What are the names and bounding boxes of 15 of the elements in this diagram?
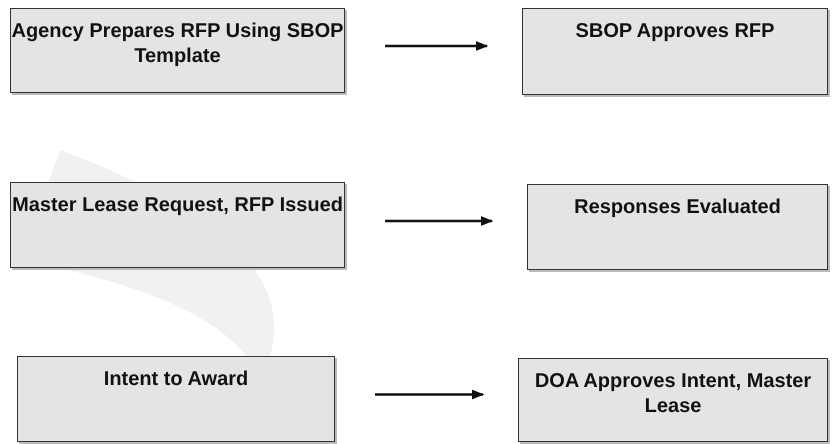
step-text: Agency Prepares RFP Using SBOP Template <box>11 19 344 69</box>
process-box <box>10 182 345 268</box>
step-text: Master Lease Request, RFP Issued <box>12 193 343 218</box>
process-box <box>17 356 335 442</box>
process-box <box>10 8 345 93</box>
process-box <box>527 184 828 270</box>
step-text: Responses Evaluated <box>574 195 781 220</box>
process-box <box>518 358 828 442</box>
step-text: DOA Approves Intent, Master Lease <box>534 369 812 419</box>
process-box <box>522 8 828 95</box>
arrow <box>375 390 484 400</box>
step-text: Intent to Award <box>104 367 248 392</box>
arrow <box>385 216 494 226</box>
step-text: SBOP Approves RFP <box>576 19 774 44</box>
arrow <box>385 41 488 51</box>
